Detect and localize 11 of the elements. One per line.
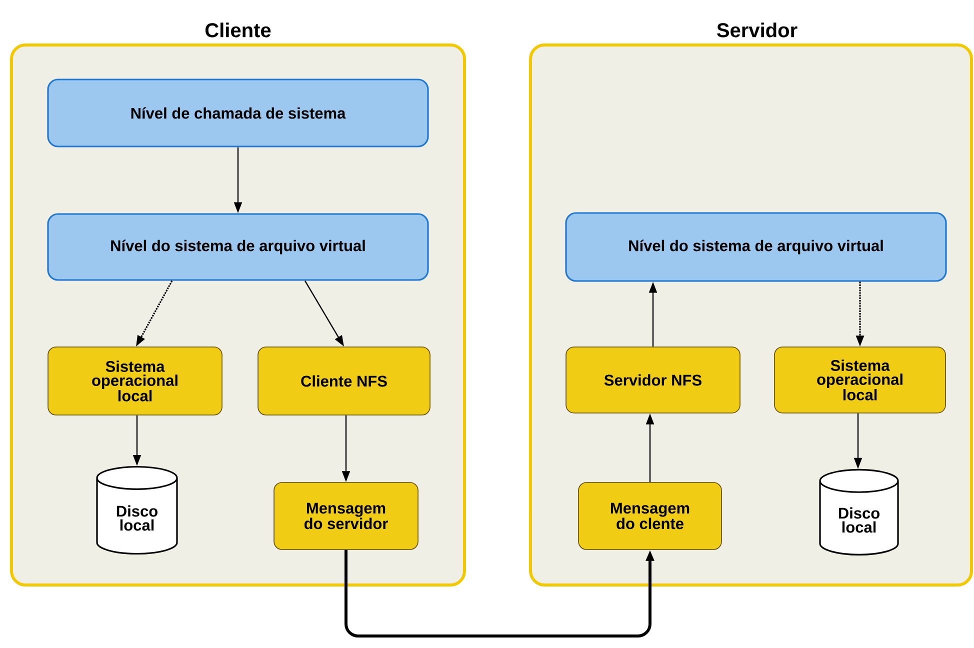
module-box: Servidor NFS [566, 346, 740, 414]
disk-cylinder: Disco local [819, 468, 899, 556]
module-box: Mensagem do clente [578, 482, 722, 550]
layer-box: Nível do sistema de arquivo virtual [47, 213, 429, 281]
layer-box: Nível de chamada de sistema [47, 78, 429, 148]
layer-box: Nível do sistema de arquivo virtual [565, 212, 947, 282]
disk-cylinder: Disco local [96, 466, 178, 555]
module-box: Cliente NFS [258, 346, 430, 416]
module-box: Sistema operacional local [48, 346, 222, 416]
module-box: Sistema operacional local [774, 346, 946, 414]
module-box: Mensagem do servidor [274, 482, 418, 550]
